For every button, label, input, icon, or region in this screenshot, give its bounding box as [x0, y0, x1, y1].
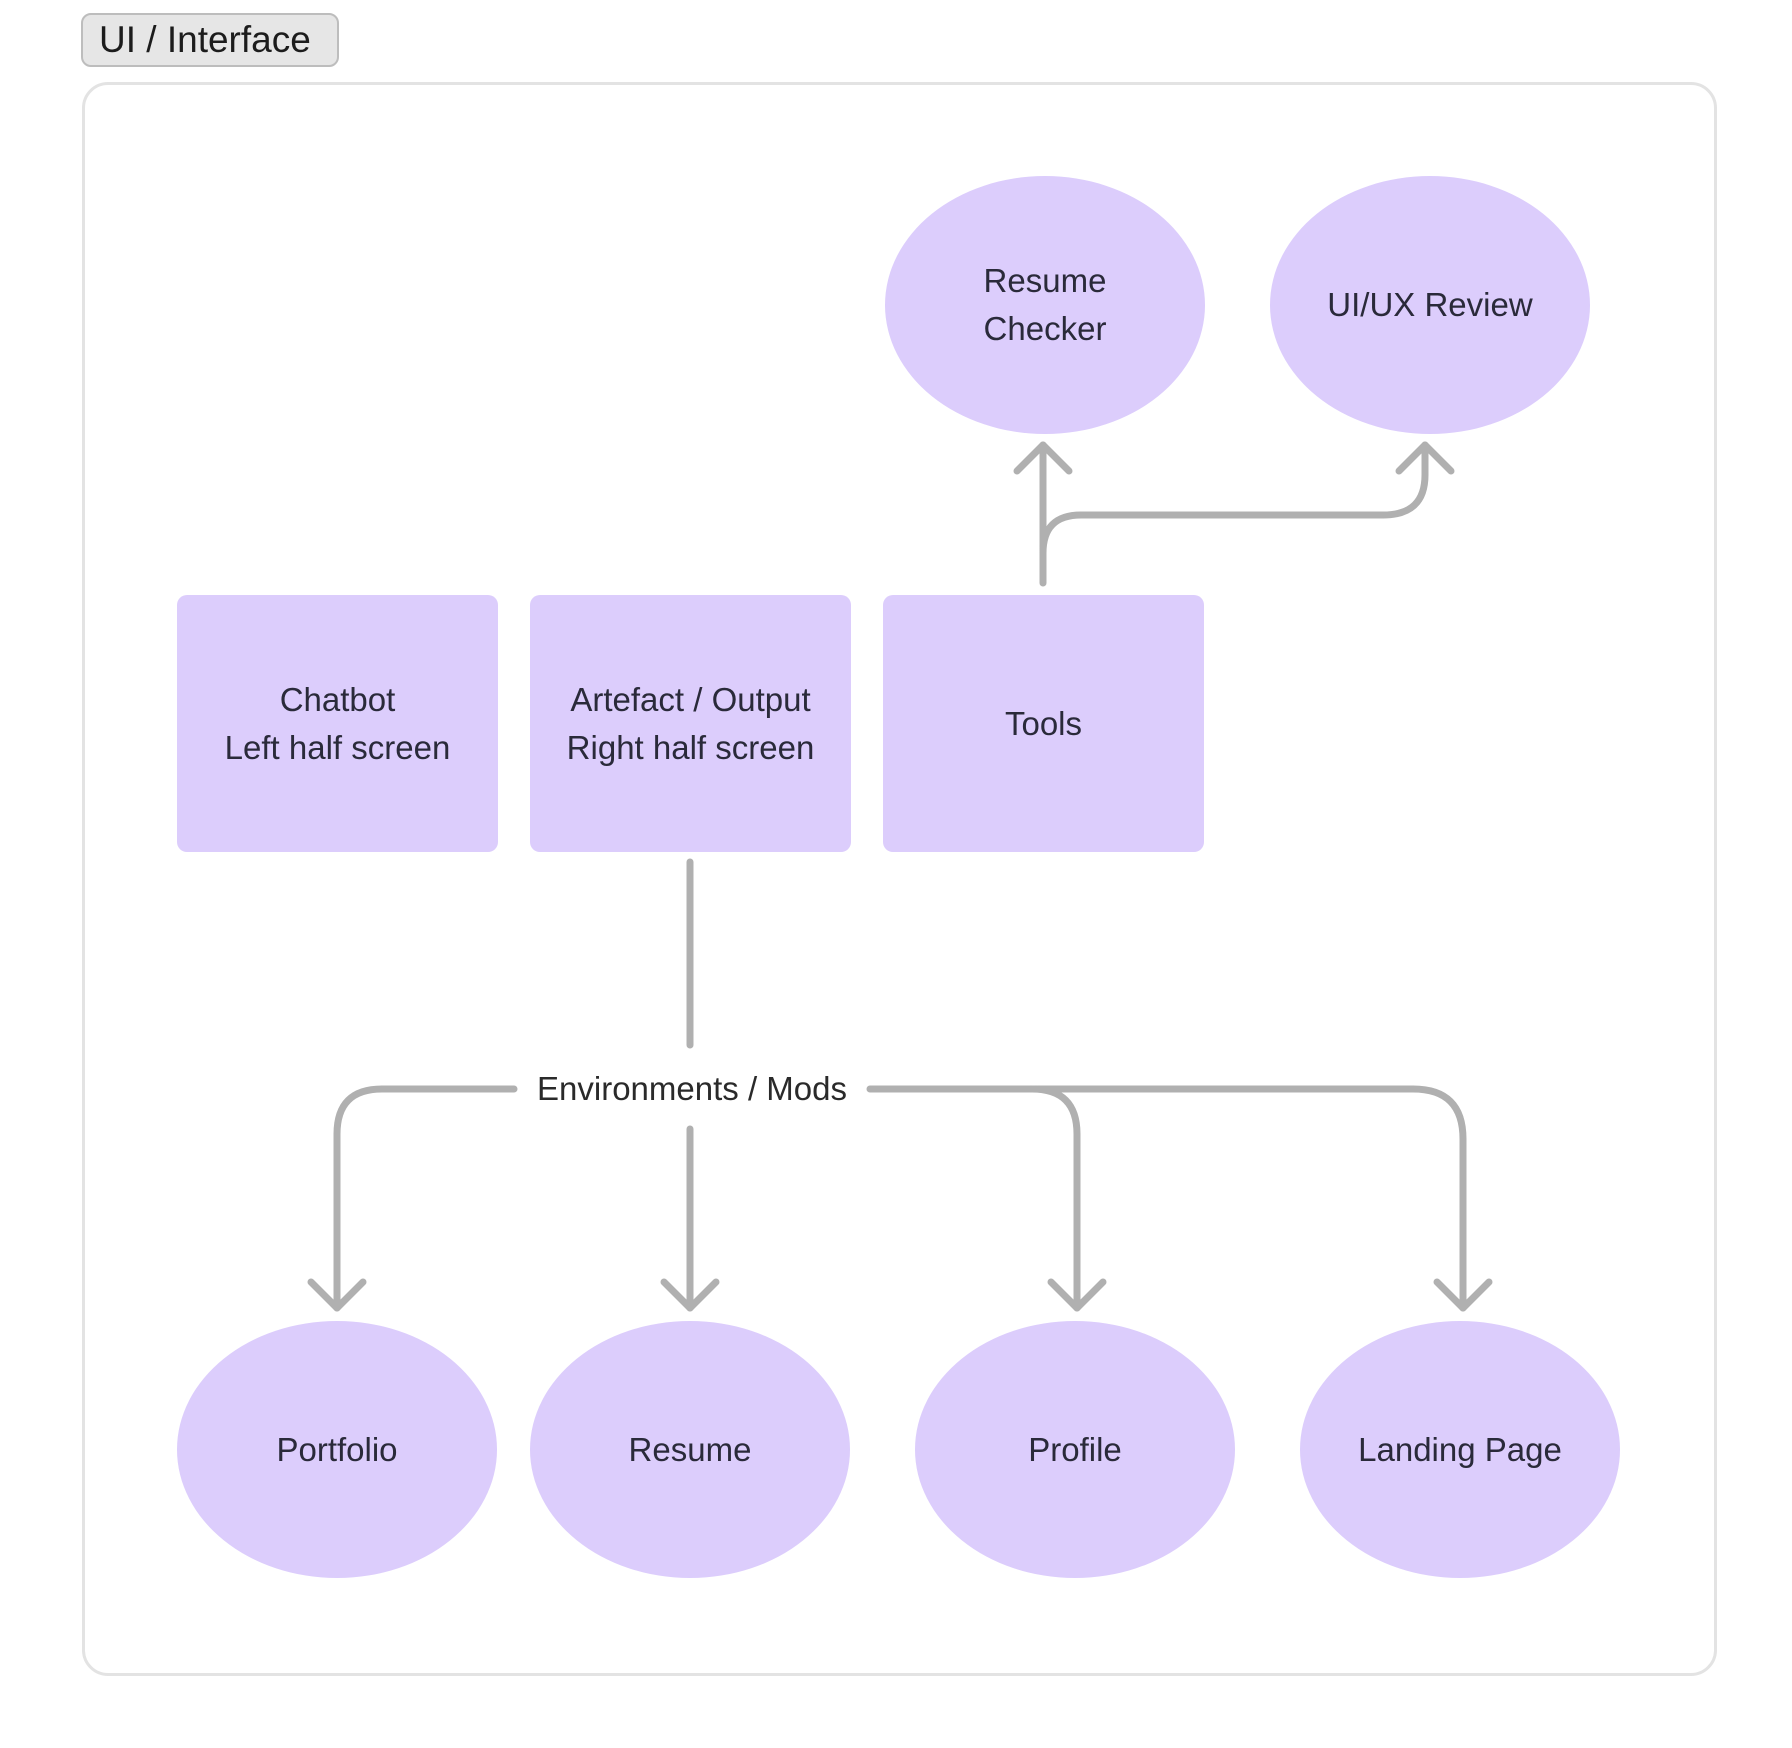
connector-env-right	[866, 1085, 1467, 1312]
node-resume[interactable]: Resume	[530, 1321, 850, 1578]
node-uiux-review-label: UI/UX Review	[1327, 286, 1533, 323]
node-artefact-line1: Artefact / Output	[570, 680, 811, 718]
arrowhead-uiux-review	[1395, 441, 1455, 475]
node-landing-page[interactable]: Landing Page	[1300, 1321, 1620, 1578]
node-chatbot-line1: Chatbot	[279, 680, 396, 718]
node-resume-checker-line2: Checker	[983, 310, 1107, 347]
node-portfolio-label: Portfolio	[276, 1430, 398, 1468]
arrowhead-resume-checker	[1013, 441, 1073, 475]
arrowhead-profile	[1047, 1278, 1107, 1312]
arrowhead-landing-page	[1433, 1278, 1493, 1312]
node-resume-checker-line1: Resume	[983, 262, 1107, 299]
node-profile-label: Profile	[1028, 1430, 1122, 1468]
arrowhead-resume	[660, 1278, 720, 1312]
node-portfolio[interactable]: Portfolio	[177, 1321, 497, 1578]
connector-env-profile	[1028, 1085, 1081, 1312]
arrowhead-portfolio	[307, 1278, 367, 1312]
node-resume-label: Resume	[628, 1430, 752, 1468]
label-environments-mods: Environments / Mods	[524, 1065, 860, 1113]
node-chatbot[interactable]: Chatbot Left half screen	[177, 595, 498, 852]
node-uiux-review[interactable]: UI/UX Review	[1270, 176, 1590, 434]
node-chatbot-line2: Left half screen	[224, 728, 451, 766]
node-profile[interactable]: Profile	[915, 1321, 1235, 1578]
node-artefact-line2: Right half screen	[566, 728, 815, 766]
diagram-frame	[82, 82, 1717, 1676]
connector-tools-uiux	[1039, 441, 1429, 557]
node-artefact-output[interactable]: Artefact / Output Right half screen	[530, 595, 851, 852]
node-tools-label: Tools	[1004, 704, 1083, 742]
node-tools[interactable]: Tools	[883, 595, 1204, 852]
node-resume-checker[interactable]: Resume Checker	[885, 176, 1205, 434]
connector-env-portfolio	[333, 1085, 518, 1312]
section-tag[interactable]: UI / Interface	[81, 13, 339, 67]
node-landing-page-label: Landing Page	[1358, 1430, 1562, 1468]
